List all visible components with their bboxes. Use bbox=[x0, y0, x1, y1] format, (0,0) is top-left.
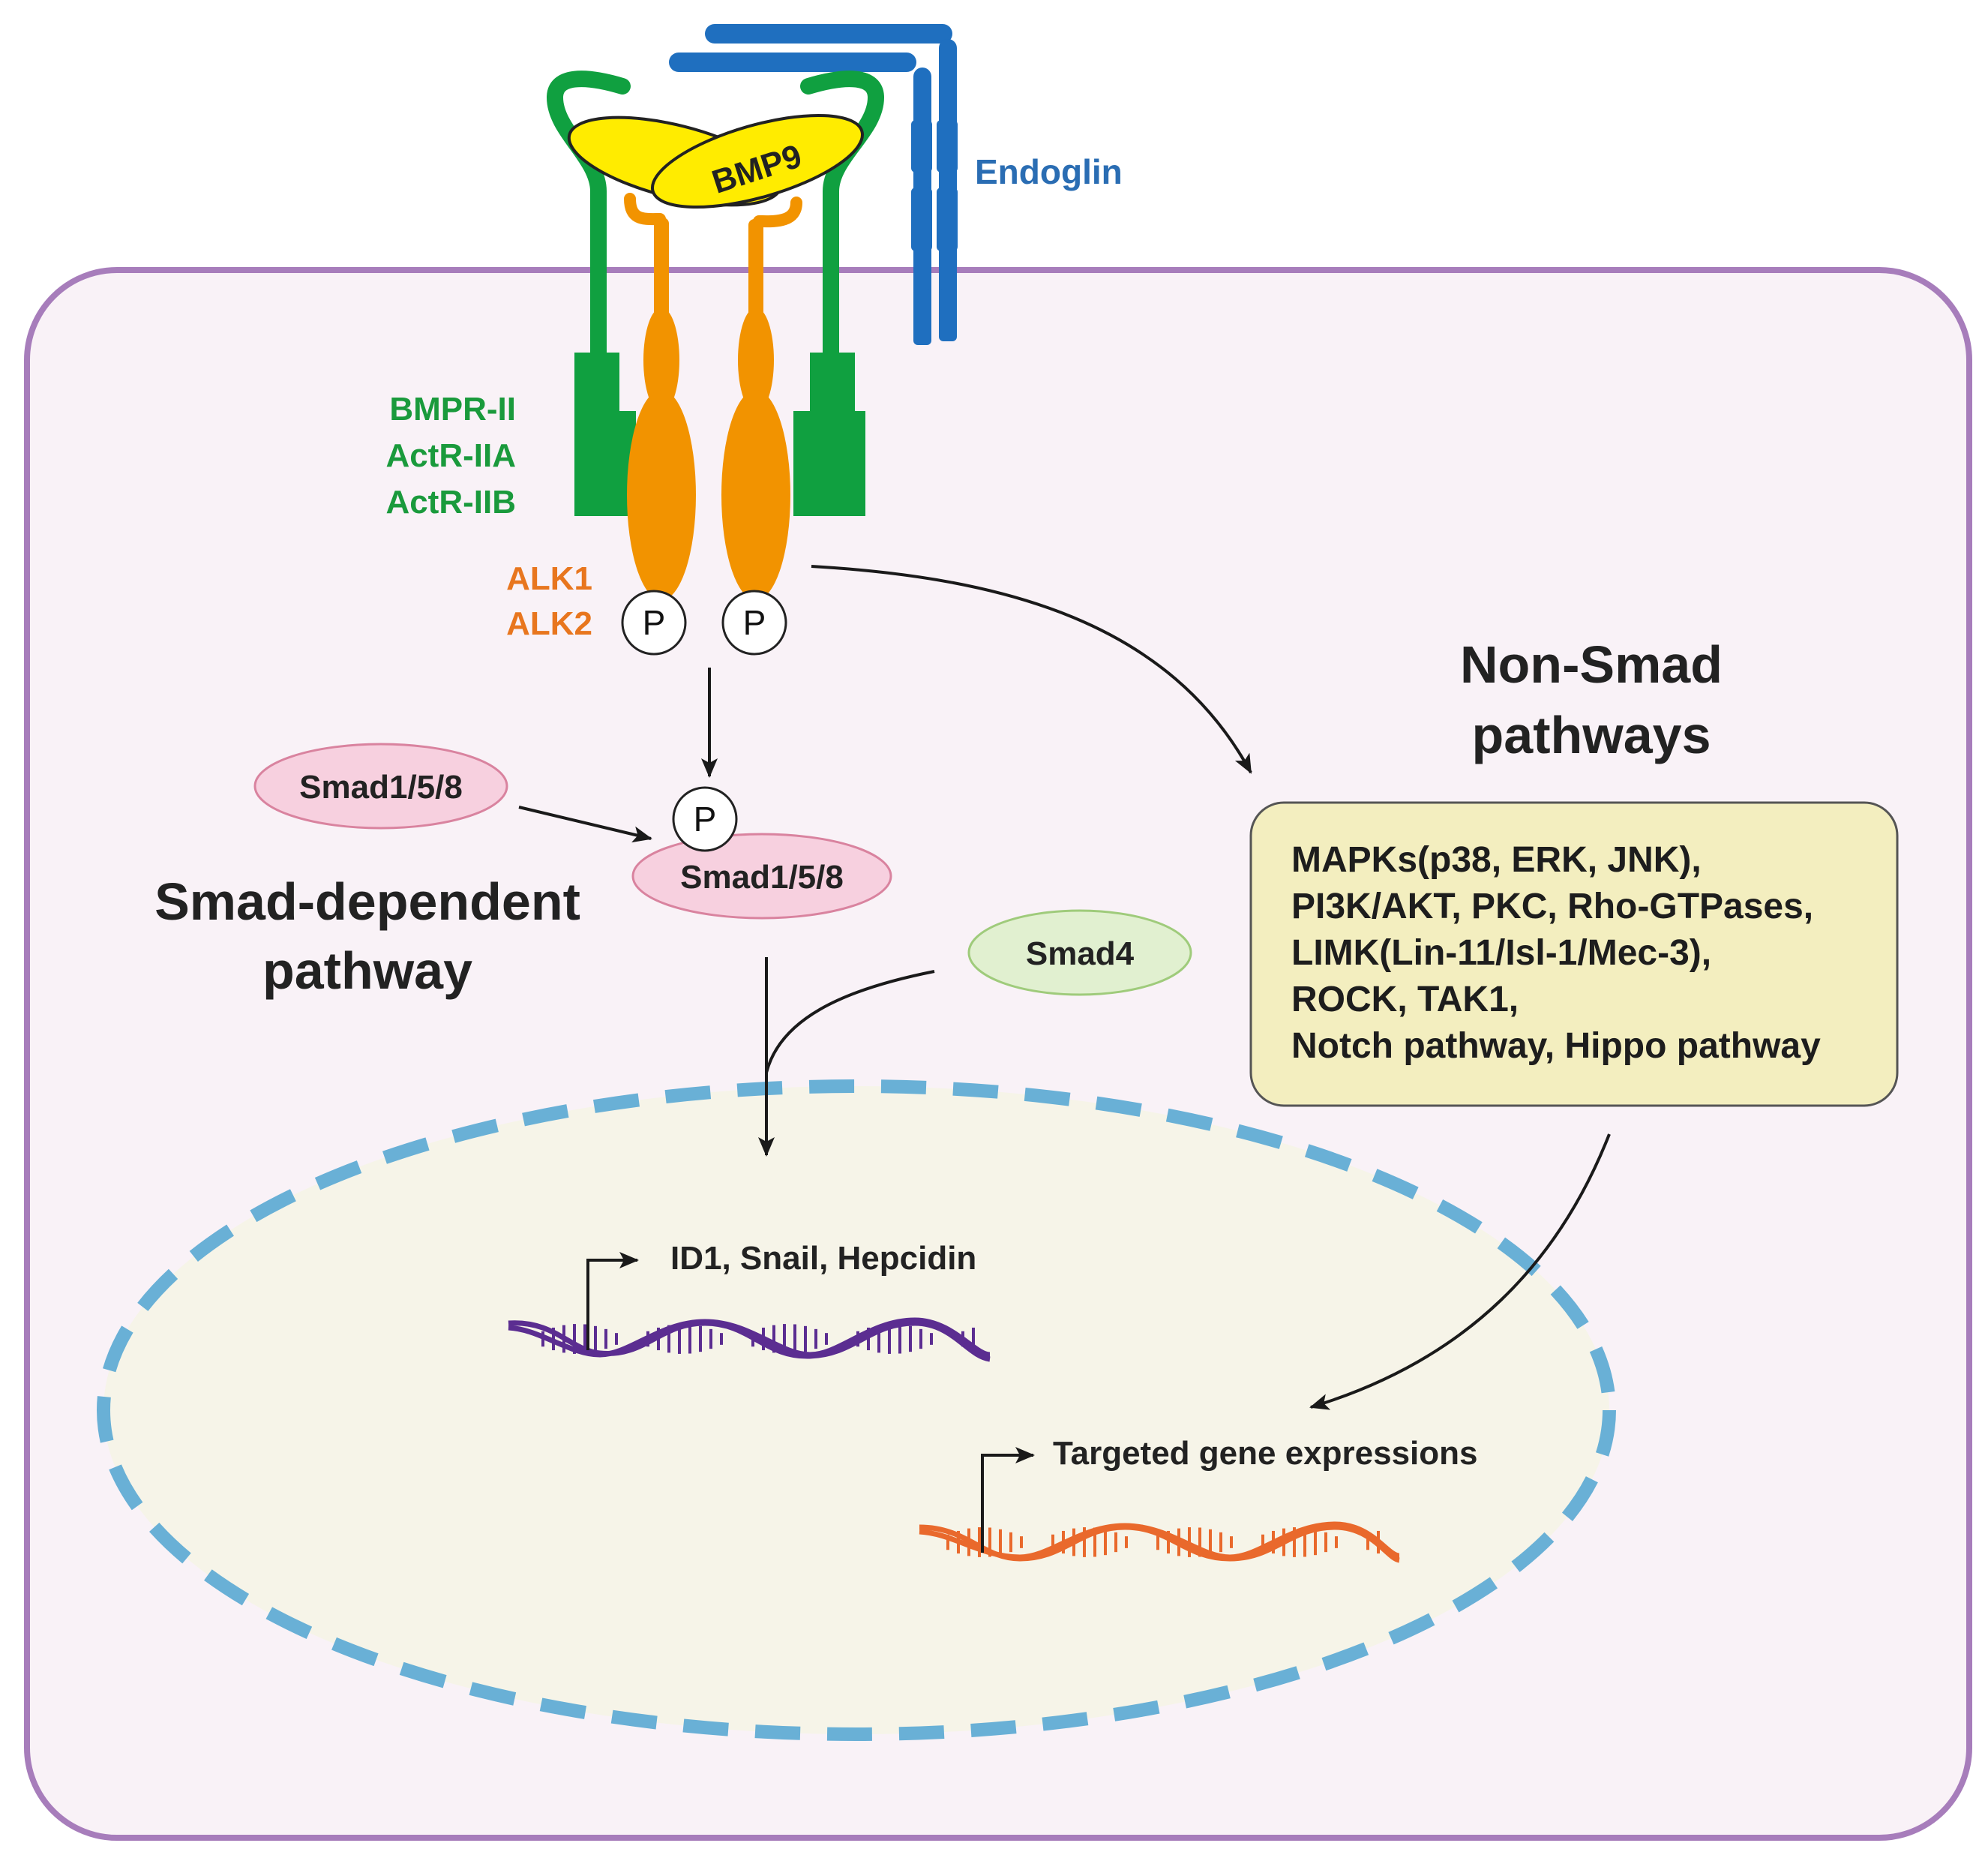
endoglin-receptor bbox=[669, 24, 958, 345]
alk1-label: ALK1 bbox=[506, 560, 592, 597]
smad-dependent-title-line1: Smad-dependent bbox=[154, 872, 580, 931]
dna-non-smad-targets bbox=[919, 1521, 1401, 1563]
phosphate-left: P bbox=[621, 590, 687, 656]
smad158-phosphorylated bbox=[631, 833, 892, 920]
smad-dependent-title-line2: pathway bbox=[262, 941, 472, 1000]
bmpr2-label: BMPR-II bbox=[389, 391, 516, 428]
non-smad-item-2: PI3K/AKT, PKC, Rho-GTPases, bbox=[1291, 887, 1813, 926]
smad-target-genes-label: ID1, Snail, Hepcidin bbox=[670, 1240, 976, 1277]
nucleus bbox=[97, 1079, 1616, 1741]
type1-receptor-left bbox=[624, 193, 696, 600]
non-smad-pathway-box bbox=[1249, 801, 1899, 1107]
svg-text:P: P bbox=[643, 603, 666, 642]
smad4-label: Smad4 bbox=[1026, 935, 1135, 972]
non-smad-item-1: MAPKs(p38, ERK, JNK), bbox=[1291, 840, 1702, 880]
type2-receptor-right bbox=[793, 71, 885, 516]
type2-receptor-left bbox=[546, 71, 636, 516]
dna-smad-rungs bbox=[541, 1324, 975, 1354]
smad158-phosphorylated-label: Smad1/5/8 bbox=[680, 859, 844, 896]
arrow-non-smad-to-nucleus bbox=[1309, 1133, 1611, 1410]
non-smad-item-4: ROCK, TAK1, bbox=[1291, 980, 1519, 1019]
tss-arrow-non-smad bbox=[981, 1447, 1035, 1553]
bmp9-ligand bbox=[567, 113, 865, 209]
dna-non-smad-rungs bbox=[946, 1527, 1380, 1557]
alk2-label: ALK2 bbox=[506, 605, 592, 642]
non-smad-target-genes-label: Targeted gene expressions bbox=[1053, 1435, 1478, 1472]
svg-text:P: P bbox=[743, 603, 766, 642]
arrow-receptor-to-non-smad bbox=[811, 565, 1252, 774]
smad158-free bbox=[253, 743, 508, 830]
type1-receptor-right bbox=[721, 197, 802, 600]
non-smad-title-line2: pathways bbox=[1472, 706, 1711, 764]
non-smad-title-line1: Non-Smad bbox=[1460, 635, 1723, 694]
non-smad-item-5: Notch pathway, Hippo pathway bbox=[1291, 1026, 1821, 1066]
endoglin-label: Endoglin bbox=[975, 152, 1123, 191]
non-smad-item-3: LIMK(Lin-11/Isl-1/Mec-3), bbox=[1291, 933, 1711, 973]
tss-arrow-smad bbox=[586, 1252, 639, 1350]
arrow-smad-activation bbox=[518, 806, 652, 843]
actr2b-label: ActR-IIB bbox=[385, 484, 516, 521]
smad158-free-label: Smad1/5/8 bbox=[299, 769, 463, 806]
phosphate-smad: P bbox=[672, 786, 738, 852]
arrow-smad4-join bbox=[765, 970, 935, 1073]
smad4 bbox=[967, 909, 1192, 996]
phosphate-right: P bbox=[721, 590, 787, 656]
actr2a-label: ActR-IIA bbox=[385, 437, 516, 474]
svg-text:P: P bbox=[694, 800, 717, 839]
